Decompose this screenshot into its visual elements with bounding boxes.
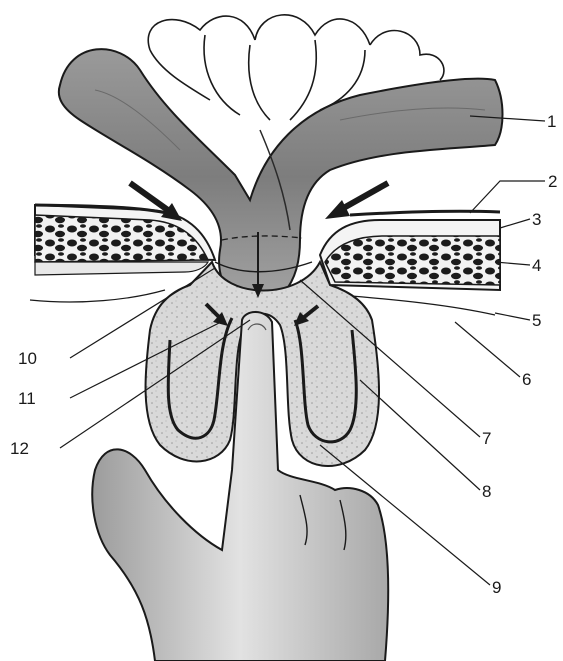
label-1: 1	[547, 112, 556, 131]
label-3: 3	[532, 210, 541, 229]
leader-8	[360, 380, 480, 490]
leader-2	[470, 181, 545, 213]
label-2: 2	[548, 172, 557, 191]
label-10: 10	[18, 349, 37, 368]
label-9: 9	[492, 578, 501, 597]
leader-5	[495, 313, 530, 320]
label-4: 4	[532, 256, 541, 275]
label-11: 11	[18, 389, 36, 408]
leader-3	[500, 219, 530, 228]
label-7: 7	[482, 429, 491, 448]
label-12: 12	[10, 439, 29, 458]
label-5: 5	[532, 311, 541, 330]
leader-6	[455, 322, 520, 377]
label-6: 6	[522, 370, 531, 389]
label-8: 8	[482, 482, 491, 501]
